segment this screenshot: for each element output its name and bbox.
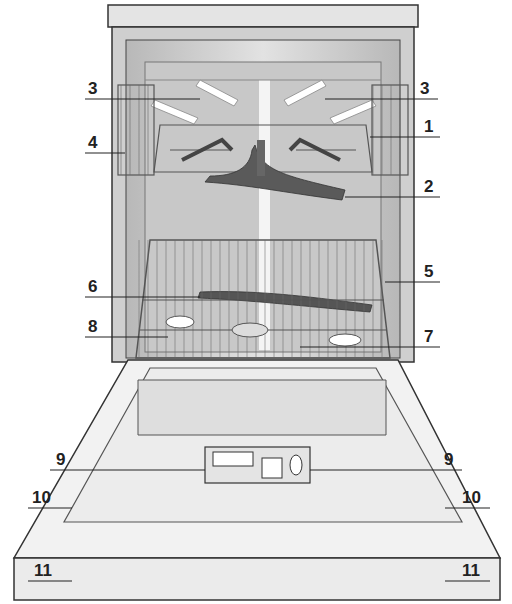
callout-number: 11 xyxy=(34,562,52,579)
callout-number: 3 xyxy=(88,80,97,97)
callout-number: 8 xyxy=(88,318,97,335)
callout-number: 2 xyxy=(424,178,433,195)
callout-number: 9 xyxy=(56,451,65,468)
callout-number: 5 xyxy=(424,263,433,280)
callout-number: 3 xyxy=(420,80,429,97)
callout-number: 4 xyxy=(88,134,97,151)
callout-number: 9 xyxy=(444,451,453,468)
callout-number: 1 xyxy=(424,118,433,135)
callout-number: 10 xyxy=(462,489,481,506)
callout-number: 11 xyxy=(462,562,480,579)
callout-number: 10 xyxy=(32,489,51,506)
callout-number: 7 xyxy=(424,328,433,345)
callout-number: 6 xyxy=(88,278,97,295)
